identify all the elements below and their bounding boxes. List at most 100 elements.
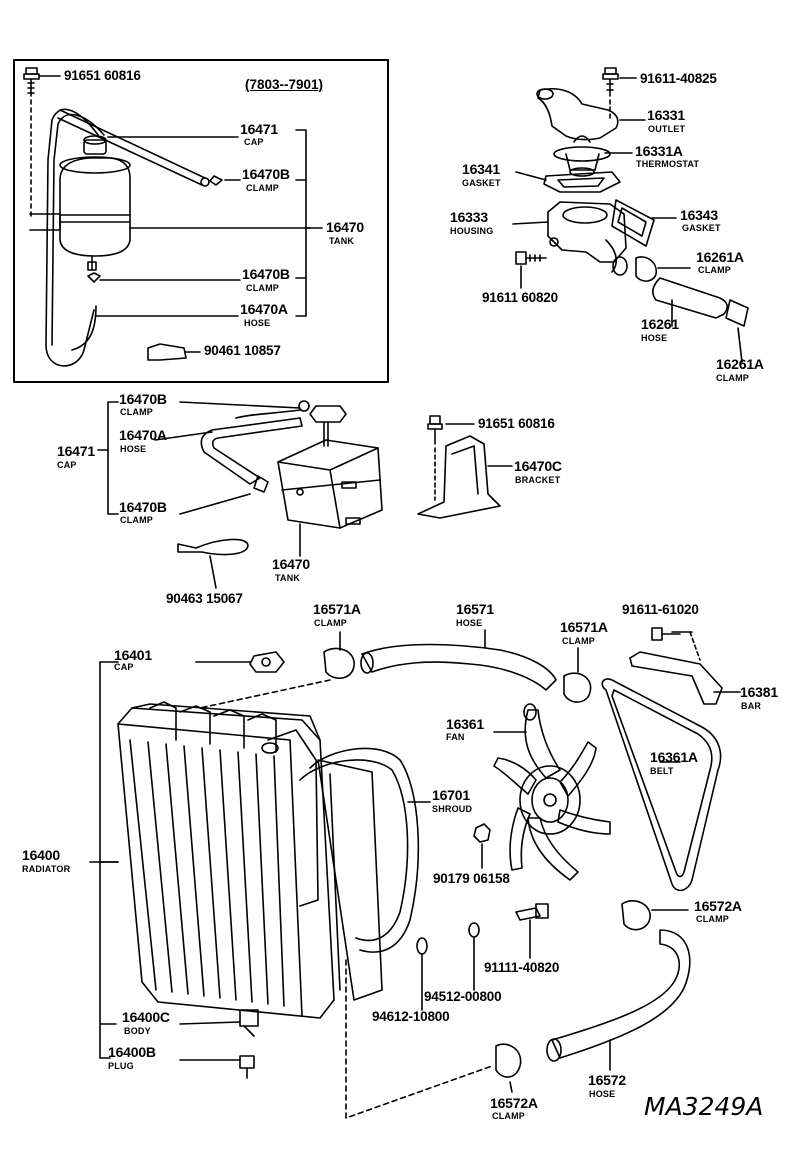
thermostat-housing-icon (547, 201, 628, 276)
part-number: 16471 (57, 443, 95, 459)
inset-frame (13, 59, 389, 383)
part-name: CLAMP (120, 515, 153, 525)
part-name: CLAMP (698, 265, 731, 275)
part-name: GASKET (462, 178, 501, 188)
fan-shroud-icon (299, 747, 420, 1001)
part-number: 16470B (119, 391, 167, 407)
drive-belt-icon (601, 678, 722, 892)
bolt-icon (427, 415, 443, 445)
part-number: 16361 (446, 716, 484, 732)
part-number: 16470B (242, 166, 290, 182)
part-name: RADIATOR (22, 864, 71, 874)
part-number: 94612-10800 (372, 1009, 450, 1024)
part-number: 16571A (313, 601, 361, 617)
radiator-hose-icon (361, 643, 557, 691)
part-number: 16333 (450, 209, 488, 225)
part-number: 16400C (122, 1009, 170, 1025)
part-name: HOSE (244, 318, 271, 328)
part-name: HOSE (456, 618, 483, 628)
part-name: HOSE (120, 444, 147, 454)
part-number: 16470B (119, 499, 167, 515)
radiator-icon (117, 701, 335, 1037)
part-name: CLAMP (716, 373, 749, 383)
drain-plug-icon (239, 1055, 255, 1079)
clamp-icon (495, 1043, 522, 1078)
part-number: 16470A (240, 301, 288, 317)
adjusting-bar-icon (629, 651, 723, 705)
part-number: 16470B (242, 266, 290, 282)
clamp-icon (323, 647, 355, 679)
part-number: 16571 (456, 601, 494, 617)
part-number: 94512-00800 (424, 989, 502, 1004)
clamp-icon (621, 900, 651, 931)
part-name: HOSE (641, 333, 668, 343)
bracket-icon (147, 343, 187, 361)
part-number: 91611-61020 (622, 602, 699, 617)
part-number: 91611 60820 (482, 290, 558, 305)
gasket-icon (611, 199, 655, 247)
bolt-icon (515, 903, 549, 921)
part-name: TANK (329, 236, 355, 246)
bolt-icon (602, 67, 619, 97)
part-number: 16571A (560, 619, 608, 635)
part-name: CLAMP (562, 636, 595, 646)
radiator-hose-icon (551, 929, 691, 1059)
part-number: 16470A (119, 427, 167, 443)
reservoir-tank-icon (277, 439, 383, 529)
part-name: CLAMP (314, 618, 347, 628)
part-name: CLAMP (246, 283, 279, 293)
figure-code: MA3249A (644, 1092, 764, 1121)
cooling-fan-icon (493, 703, 611, 881)
bracket-icon (417, 435, 501, 519)
part-number: 90463 15067 (166, 591, 243, 606)
part-name: CAP (114, 662, 134, 672)
washer-icon (468, 922, 480, 938)
radiator-cap-icon (249, 651, 285, 673)
part-name: CLAMP (696, 914, 729, 924)
radiator-hose-icon (200, 417, 303, 485)
part-name: BELT (650, 766, 674, 776)
part-name: TANK (275, 573, 301, 583)
part-number: 16572 (588, 1072, 626, 1088)
part-number: 16331 (647, 107, 685, 123)
clamp-icon (725, 299, 749, 327)
radiator-hose-icon (652, 277, 728, 319)
part-number: 16401 (114, 647, 152, 663)
part-number: 16470C (514, 458, 562, 474)
part-name: BRACKET (515, 475, 561, 485)
part-number: 16261A (716, 356, 764, 372)
part-number: 16400 (22, 847, 60, 863)
part-number: 16470 (326, 219, 364, 235)
date-range: (7803--7901) (245, 77, 324, 92)
part-name: CLAMP (120, 407, 153, 417)
part-name: PLUG (108, 1061, 134, 1071)
part-number: 91651 60816 (64, 68, 141, 83)
washer-icon (416, 937, 428, 955)
part-name: OUTLET (648, 124, 686, 134)
part-number: 16701 (432, 787, 470, 803)
part-number: 16361A (650, 749, 698, 765)
overflow-tube (45, 108, 99, 367)
part-name: BODY (124, 1026, 151, 1036)
part-name: CLAMP (246, 183, 279, 193)
part-name: THERMOSTAT (636, 159, 700, 169)
bolt-icon (515, 251, 547, 265)
part-number: 16470 (272, 556, 310, 572)
thermostat-icon (553, 135, 611, 177)
part-name: CAP (57, 460, 77, 470)
gasket-icon (543, 171, 621, 193)
part-number: 91611-40825 (640, 71, 717, 86)
part-name: SHROUD (432, 804, 473, 814)
bolt-icon (651, 627, 681, 641)
clamp-icon (635, 256, 657, 282)
part-name: GASKET (682, 223, 721, 233)
part-name: CLAMP (492, 1111, 525, 1121)
nut-icon (473, 823, 491, 843)
part-name: CAP (244, 137, 264, 147)
part-number: 16381 (740, 684, 778, 700)
part-number: 16572A (490, 1095, 538, 1111)
part-number: 16331A (635, 143, 683, 159)
part-name: HOSE (589, 1089, 616, 1099)
clamp-icon (563, 672, 592, 703)
part-number: 16261 (641, 316, 679, 332)
